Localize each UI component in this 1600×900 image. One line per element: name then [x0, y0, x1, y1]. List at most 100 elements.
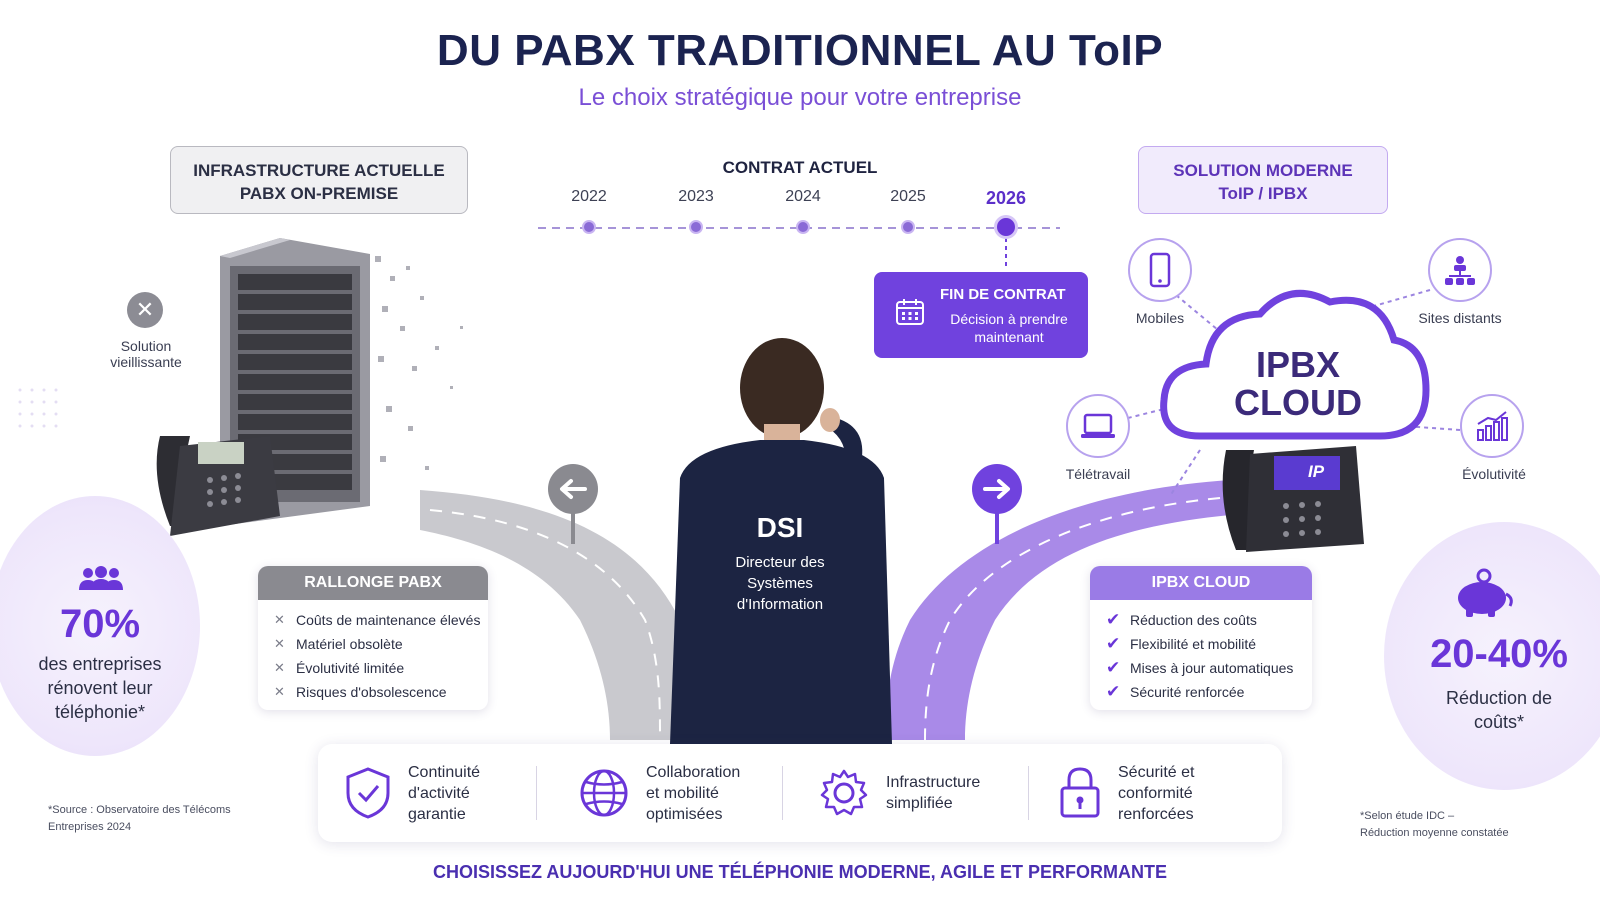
list-item-text: Sécurité renforcée — [1130, 684, 1245, 700]
aging-solution-line2: vieillissante — [110, 354, 182, 370]
timeline-label: CONTRAT ACTUEL — [722, 158, 878, 177]
globe-icon — [580, 769, 628, 817]
gear-icon — [820, 769, 868, 816]
divider — [782, 766, 783, 820]
feature-security-text: Sécurité et conformité renforcées — [1118, 762, 1194, 825]
dsi-line3: d'Information — [736, 596, 824, 613]
shield-check-icon — [346, 767, 390, 819]
left-sign-post — [571, 512, 575, 544]
growth-chart-icon — [1460, 394, 1524, 458]
satellite-mobiles-label: Mobiles — [1135, 310, 1185, 326]
feature-collaboration-text: Collaboration et mobilité optimisées — [646, 762, 740, 825]
right-road-line — [924, 497, 1221, 741]
list-item-text: Coûts de maintenance élevés — [296, 612, 481, 628]
stat-right-line1: Réduction de — [1445, 688, 1553, 708]
feature-collaboration-line1: Collaboration — [646, 763, 741, 781]
list-item: ✔Réduction des coûts — [1106, 608, 1312, 632]
check-icon: ✔ — [1106, 682, 1121, 701]
close-icon: ✕ — [127, 292, 163, 328]
timeline-year-2025: 2025 — [890, 188, 926, 205]
modern-solution-line1: SOLUTION MODERNE — [1173, 161, 1353, 180]
feature-continuity-line2: d'activité — [408, 784, 470, 802]
current-infrastructure-line1: INFRASTRUCTURE ACTUELLE — [193, 161, 445, 180]
timeline-dot-2024 — [796, 220, 810, 234]
timeline-dot-2025 — [901, 220, 915, 234]
list-item: ✔ Sécurité renforcée — [1106, 680, 1312, 704]
feature-infrastructure-line1: Infrastructure — [886, 774, 981, 791]
dsi-description: Directeur des Systèmes d'Information — [700, 552, 860, 615]
ipbx-cloud-line2: CLOUD — [1234, 382, 1362, 423]
timeline-year-2026: 2026 — [985, 188, 1027, 208]
ipbx-cloud-card: IPBX CLOUD ✔Réduction des coûts ✔Flexibi… — [1090, 566, 1312, 710]
dot-pattern — [18, 388, 58, 428]
cross-icon: ✕ — [274, 612, 285, 627]
ipbx-cloud-list: ✔Réduction des coûts ✔ Flexibilité et mob… — [1090, 600, 1312, 704]
ip-phone-badge: IP — [1307, 462, 1325, 481]
feature-collaboration-line2: et mobilité — [646, 784, 719, 802]
right-road — [885, 480, 1230, 740]
list-item: ✕ Coûts de maintenance élevés — [274, 608, 488, 632]
list-item: ✕Risques d'obsolescence — [274, 680, 488, 704]
feature-collaboration: Collaboration et mobilité optimisées — [578, 758, 740, 828]
stat-left-circle — [0, 496, 200, 756]
call-to-action: CHOISISSEZ AUJOURD'HUI UNE TÉLÉPHONIE MO… — [432, 862, 1167, 882]
piggy-bank-icon — [1458, 568, 1513, 617]
contract-end-line1: Décision à prendre — [950, 311, 1068, 327]
arrow-left-icon — [548, 464, 598, 514]
list-item-text: Flexibilité et mobilité — [1130, 636, 1257, 652]
footnote-left-line1: *Source : Observatoire des Télécoms — [48, 804, 231, 816]
timeline-dot-2022 — [582, 220, 596, 234]
timeline-year-2022: 2022 — [571, 188, 607, 205]
ip-phone-illustration — [1222, 446, 1364, 552]
check-icon: ✔ — [1106, 658, 1121, 677]
list-item-text: Mises à jour automatiques — [1130, 660, 1294, 676]
list-item: ✕Évolutivité limitée — [274, 656, 488, 680]
timeline-track — [538, 227, 1060, 270]
check-icon: ✔ — [1106, 610, 1121, 629]
ipbx-cloud-label: IPBX CLOUD — [1218, 346, 1378, 422]
modern-solution-line2: ToIP / IPBX — [1218, 184, 1308, 203]
divider — [536, 766, 537, 820]
list-item: ✔ Mises à jour automatiques — [1106, 656, 1312, 680]
feature-infrastructure-line2: simplifiée — [886, 795, 953, 812]
arrow-right-icon — [972, 464, 1022, 514]
contract-end-title: FIN DE CONTRAT — [940, 286, 1066, 303]
contract-end-box: FIN DE CONTRAT Décision à prendre mainte… — [874, 272, 1088, 358]
stat-right-line2: coûts* — [1473, 712, 1525, 732]
feature-continuity-line1: Continuité — [408, 763, 481, 781]
timeline-year-2024: 2024 — [785, 188, 821, 205]
list-item-text: Risques d'obsolescence — [296, 684, 447, 700]
rallonge-pabx-card: RALLONGE PABX ✕ Coûts de maintenance élev… — [258, 566, 488, 710]
stat-right-value: 20-40% — [1430, 632, 1568, 676]
left-road — [420, 490, 700, 740]
features-bar: Continuité d'activité garantie Collabora… — [318, 744, 1282, 842]
laptop-icon — [1066, 394, 1130, 458]
list-item-text: Matériel obsolète — [296, 636, 403, 652]
feature-security-line2: conformité — [1118, 784, 1193, 802]
divider — [1028, 766, 1029, 820]
feature-security-line3: renforcées — [1118, 805, 1194, 823]
timeline-dot-2026 — [994, 215, 1018, 239]
rallonge-pabx-title: RALLONGE PABX — [258, 566, 488, 600]
cross-icon: ✕ — [274, 660, 285, 675]
org-chart-icon — [1428, 238, 1492, 302]
cross-icon: ✕ — [274, 636, 285, 651]
satellite-evolutivite-label: Évolutivité — [1462, 466, 1526, 482]
feature-continuity: Continuité d'activité garantie — [344, 758, 480, 828]
aging-solution-label: Solution vieillissante — [96, 338, 196, 370]
feature-infrastructure: Infrastructure simplifiée — [818, 758, 980, 828]
stat-left-line2: rénovent leur — [47, 678, 153, 698]
people-group-icon — [79, 566, 123, 590]
feature-infrastructure-text: Infrastructure simplifiée — [886, 772, 980, 814]
rallonge-pabx-list: ✕ Coûts de maintenance élevés ✕ Matériel o… — [258, 600, 488, 704]
feature-security-line1: Sécurité et — [1118, 763, 1195, 781]
calendar-icon — [896, 299, 924, 325]
dsi-title: DSI — [756, 512, 804, 543]
footnote-right: *Selon étude IDC – Réduction moyenne con… — [1360, 808, 1560, 842]
dsi-line2: Systèmes — [747, 575, 813, 592]
dsi-person-illustration — [670, 338, 892, 744]
stat-right-description: Réduction de coûts* — [1414, 686, 1584, 734]
footnote-left-line2: Entreprises 2024 — [48, 821, 132, 833]
current-infrastructure-line2: PABX ON-PREMISE — [239, 184, 399, 203]
feature-security: Sécurité et conformité renforcées — [1058, 758, 1194, 828]
